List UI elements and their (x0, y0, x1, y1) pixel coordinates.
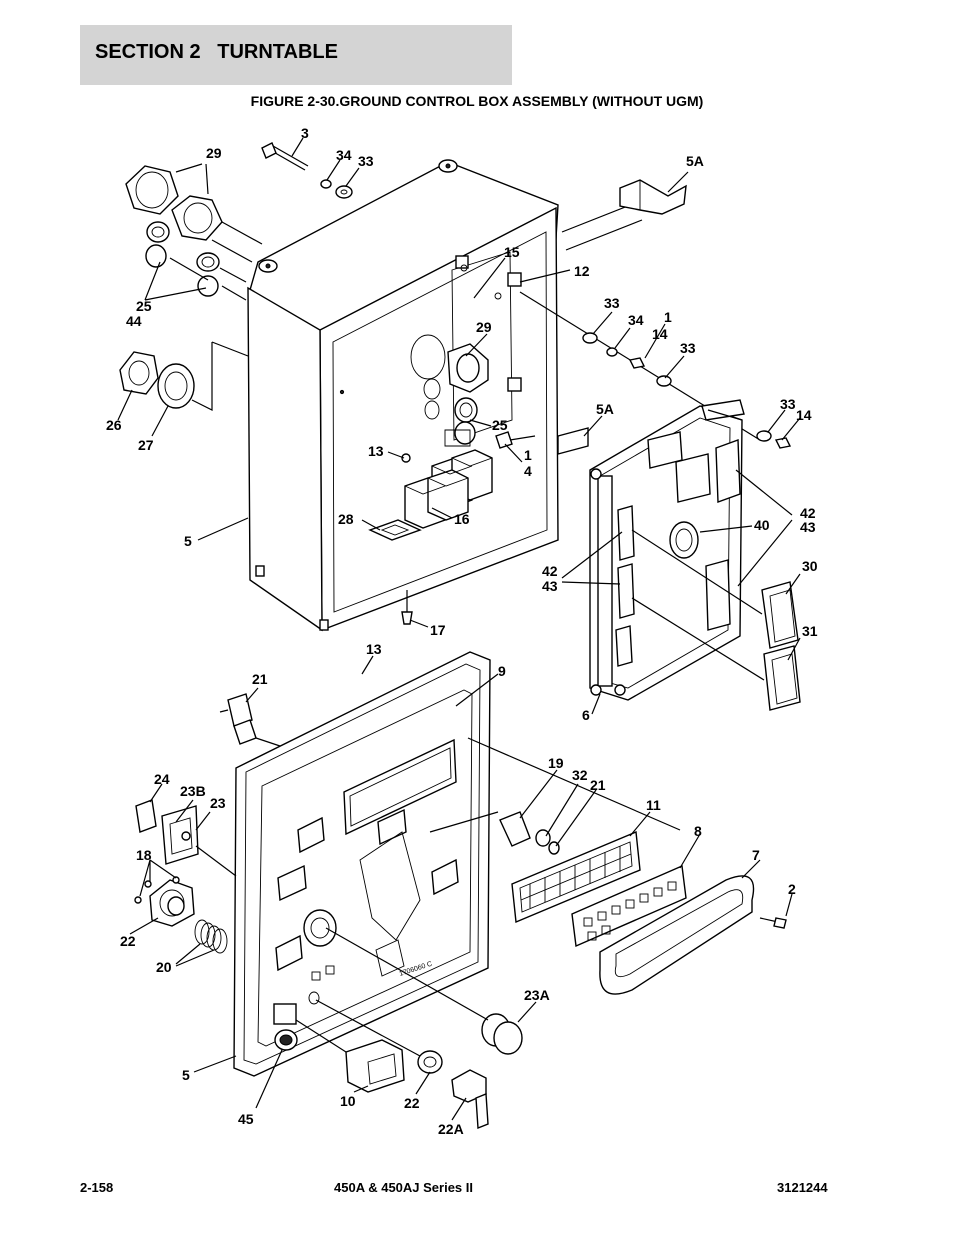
callout-9: 9 (498, 663, 506, 679)
connector-31 (631, 597, 801, 711)
enclosure-box (247, 159, 559, 632)
callout-24: 24 (154, 771, 170, 787)
callout-17: 17 (430, 622, 446, 638)
callout-23: 23 (210, 795, 226, 811)
callout-25: 25 (136, 298, 152, 314)
spring (194, 919, 228, 954)
callout-22: 22 (404, 1095, 420, 1111)
callout-15: 15 (504, 244, 520, 260)
tie-mount (368, 519, 422, 541)
figure-title: FIGURE 2-30.GROUND CONTROL BOX ASSEMBLY … (250, 93, 704, 109)
callout-5: 5 (184, 533, 192, 549)
callout-1: 1 (664, 309, 672, 325)
model-series: 450A & 450AJ Series II (334, 1180, 473, 1195)
callout-33: 33 (680, 340, 696, 356)
callout-3: 3 (301, 125, 309, 141)
document-number: 3121244 (777, 1180, 828, 1195)
callout-23A: 23A (524, 987, 550, 1003)
callout-13: 13 (368, 443, 384, 459)
callout-2: 2 (788, 881, 796, 897)
callout-33: 33 (780, 396, 796, 412)
callout-1: 1 (524, 447, 532, 463)
callout-19: 19 (548, 755, 564, 771)
callout-40: 40 (754, 517, 770, 533)
cable-gland-small (145, 221, 247, 301)
cable-gland-large (125, 165, 263, 263)
relay-block (404, 449, 493, 529)
section-title: SECTION 2 TURNTABLE (95, 41, 338, 63)
callout-42: 42 (542, 563, 558, 579)
callout-14: 14 (796, 407, 812, 423)
callout-25: 25 (492, 417, 508, 433)
callout-23B: 23B (180, 783, 206, 799)
callout-20: 20 (156, 959, 172, 975)
callout-30: 30 (802, 558, 818, 574)
callout-16: 16 (454, 511, 470, 527)
callout-7: 7 (752, 847, 760, 863)
emergency-stop-knob (325, 927, 523, 1055)
callout-28: 28 (338, 511, 354, 527)
callout-33: 33 (358, 153, 374, 169)
callout-29: 29 (206, 145, 222, 161)
callout-5A: 5A (686, 153, 704, 169)
callout-45: 45 (238, 1111, 254, 1127)
hour-meter (295, 1019, 405, 1093)
leader-lines (117, 137, 801, 1121)
callout-8: 8 (694, 823, 702, 839)
circuit-board (589, 399, 745, 701)
callout-43: 43 (800, 519, 816, 535)
callout-42: 42 (800, 505, 816, 521)
callout-13: 13 (366, 641, 382, 657)
back-plate (451, 251, 522, 441)
page-number: 2-158 (80, 1180, 114, 1195)
callout-22: 22 (120, 933, 136, 949)
bezel-frame (599, 875, 755, 995)
callout-32: 32 (572, 767, 588, 783)
callout-33: 33 (604, 295, 620, 311)
front-panel: 1706060 C (233, 651, 491, 1077)
control-decal (571, 864, 687, 948)
callout-4: 4 (524, 463, 532, 479)
lock-nut (119, 351, 159, 395)
callout-5: 5 (182, 1067, 190, 1083)
callout-44: 44 (126, 313, 142, 329)
callout-34: 34 (336, 147, 352, 163)
callout-10: 10 (340, 1093, 356, 1109)
callout-18: 18 (136, 847, 152, 863)
toggle-switch (219, 693, 281, 747)
sealing-washer (157, 363, 195, 409)
section-header-bar (80, 25, 512, 85)
callout-31: 31 (802, 623, 818, 639)
callout-22A: 22A (438, 1121, 464, 1137)
callout-29: 29 (476, 319, 492, 335)
callout-12: 12 (574, 263, 590, 279)
callout-21: 21 (252, 671, 268, 687)
harness-connector (619, 179, 687, 215)
connector-30 (631, 529, 799, 649)
callout-21: 21 (590, 777, 606, 793)
callout-11: 11 (646, 797, 661, 813)
callout-43: 43 (542, 578, 558, 594)
callout-6: 6 (582, 707, 590, 723)
callout-34: 34 (628, 312, 644, 328)
callout-14: 14 (652, 326, 668, 342)
callout-5A: 5A (596, 401, 614, 417)
callout-labels: 3 29 34 33 5A 15 12 25 44 33 34 1 14 33 … (106, 125, 818, 1137)
callout-27: 27 (138, 437, 154, 453)
key-switch (315, 999, 489, 1130)
keypad-membrane (511, 830, 641, 924)
callout-26: 26 (106, 417, 122, 433)
